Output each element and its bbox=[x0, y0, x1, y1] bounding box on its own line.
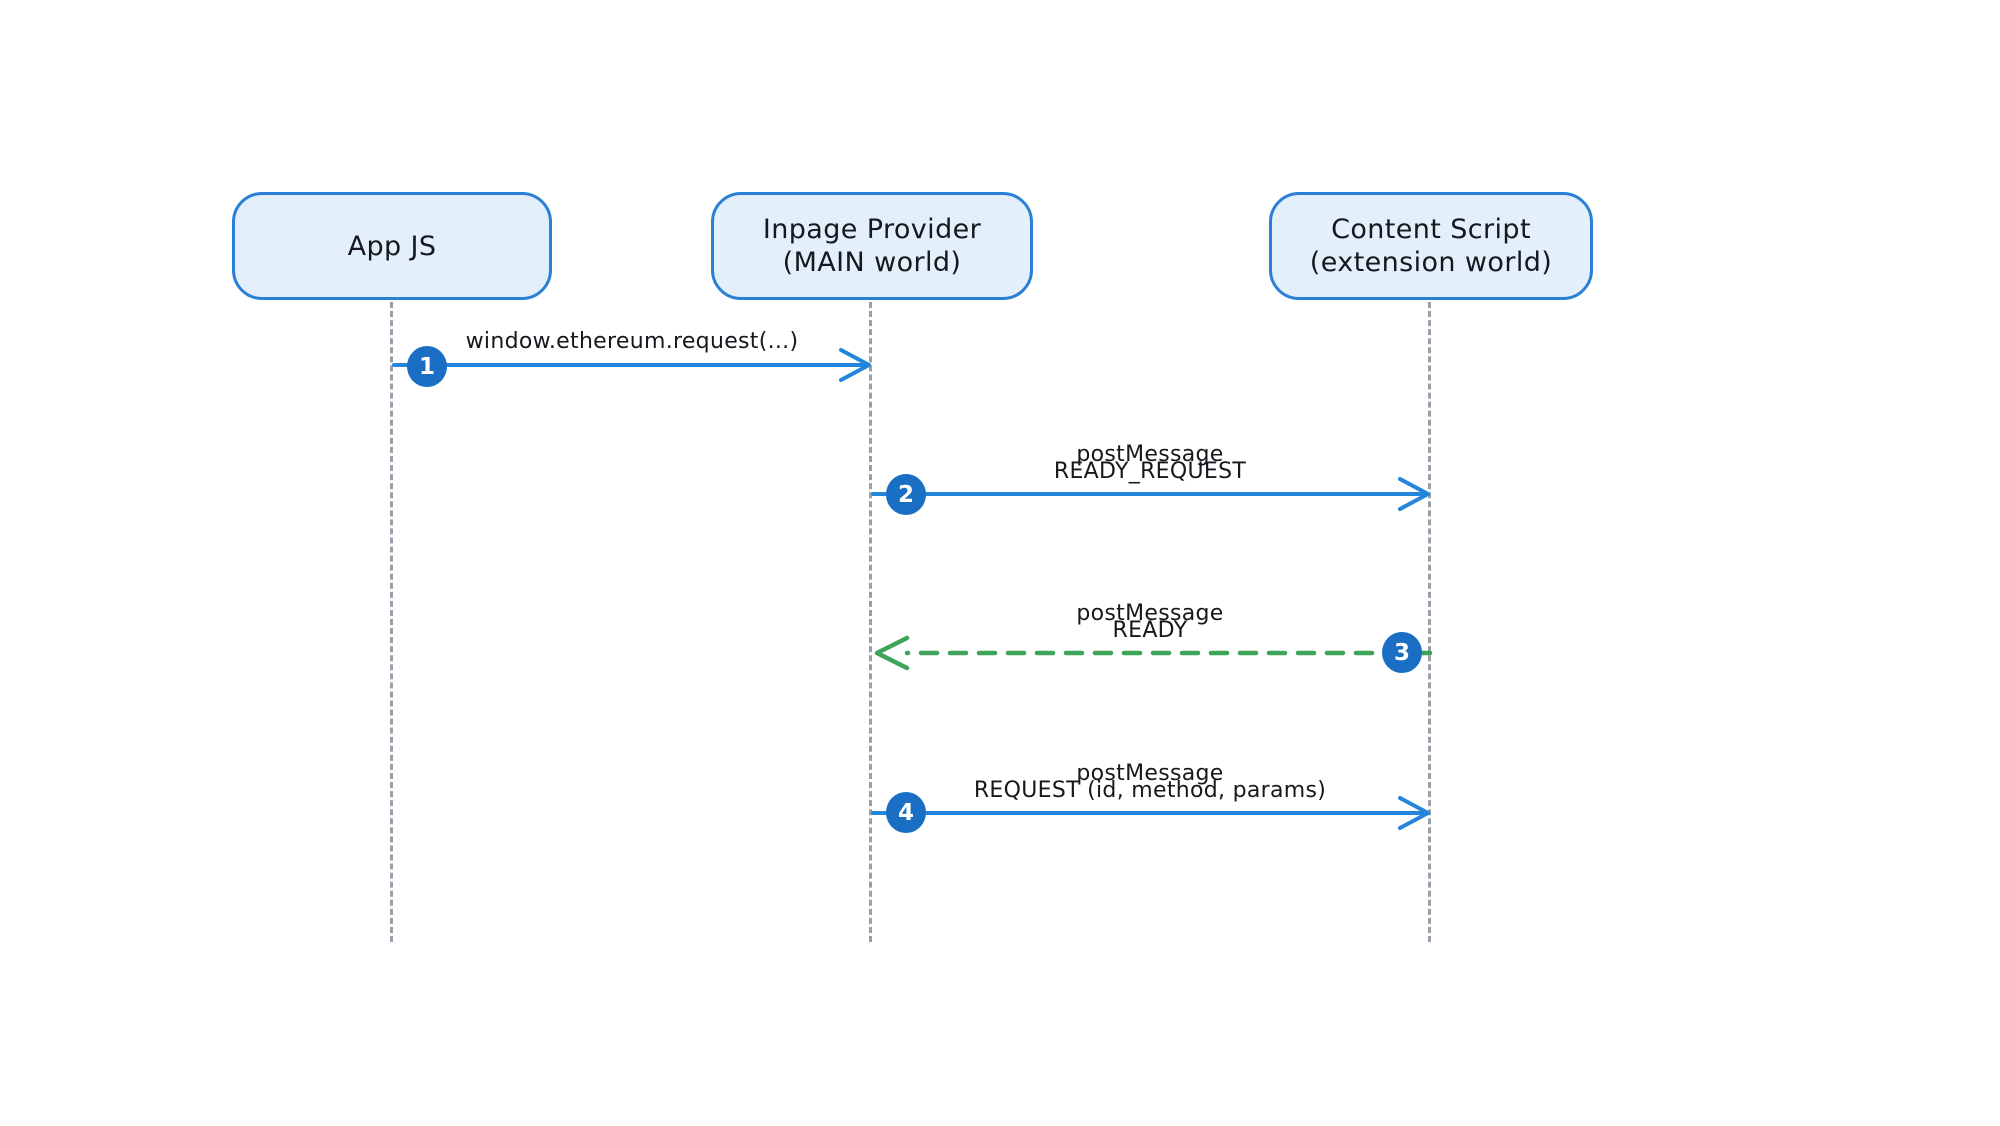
step-1-badge: 1 bbox=[407, 346, 447, 387]
arrowhead-right-icon bbox=[1398, 477, 1430, 511]
message-2-arrow bbox=[871, 477, 1430, 511]
message-1-label: window.ethereum.request(...) bbox=[465, 329, 799, 354]
message-1-arrow bbox=[392, 348, 871, 382]
step-3-badge: 3 bbox=[1382, 632, 1422, 673]
message-4-label: postMessage REQUEST (id, method, params) bbox=[973, 761, 1327, 803]
step-2-badge: 2 bbox=[886, 474, 926, 515]
actor-label: Content Script bbox=[1331, 214, 1531, 245]
actor-label: Inpage Provider bbox=[762, 214, 982, 245]
lifeline-inpage-provider bbox=[869, 302, 872, 942]
arrowhead-right-icon bbox=[839, 348, 871, 382]
message-4-arrow bbox=[871, 796, 1430, 830]
arrowhead-left-icon bbox=[874, 635, 910, 671]
actor-box-app-js: App JS bbox=[232, 192, 552, 300]
actor-sublabel: (extension world) bbox=[1309, 247, 1553, 278]
message-2-label: postMessage READY_REQUEST bbox=[1053, 442, 1247, 484]
lifeline-content-script bbox=[1428, 302, 1431, 942]
lifeline-app-js bbox=[390, 302, 393, 942]
message-3-label: postMessage READY bbox=[1076, 601, 1224, 643]
step-4-badge: 4 bbox=[886, 792, 926, 833]
actor-box-inpage-provider: Inpage Provider (MAIN world) bbox=[711, 192, 1033, 300]
message-3-arrow bbox=[874, 635, 1433, 671]
arrowhead-right-icon bbox=[1398, 796, 1430, 830]
actor-label: App JS bbox=[347, 230, 437, 262]
actor-box-content-script: Content Script (extension world) bbox=[1269, 192, 1593, 300]
actor-sublabel: (MAIN world) bbox=[782, 247, 962, 278]
